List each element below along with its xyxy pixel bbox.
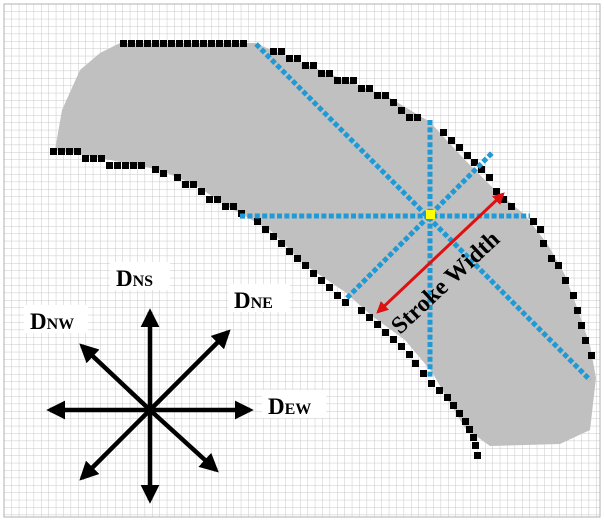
boundary-pixels [50, 40, 595, 459]
label-d-ne: DNE [234, 288, 273, 313]
stroke-region [55, 43, 596, 446]
stroke-width-arrow [376, 192, 505, 314]
direction-labels: DNS DNE DNW DEW [24, 262, 326, 419]
center-pixel [426, 210, 435, 219]
arrow-northeast [148, 329, 231, 412]
arrow-southwest [79, 408, 152, 481]
direction-compass [46, 308, 254, 504]
arrow-southeast [148, 408, 219, 473]
arrow-northwest [79, 343, 152, 412]
label-d-ew: DEW [268, 394, 311, 419]
label-d-ns: DNS [116, 266, 153, 291]
label-d-nw: DNW [30, 309, 74, 334]
scan-line-diagonal-up [345, 150, 495, 300]
